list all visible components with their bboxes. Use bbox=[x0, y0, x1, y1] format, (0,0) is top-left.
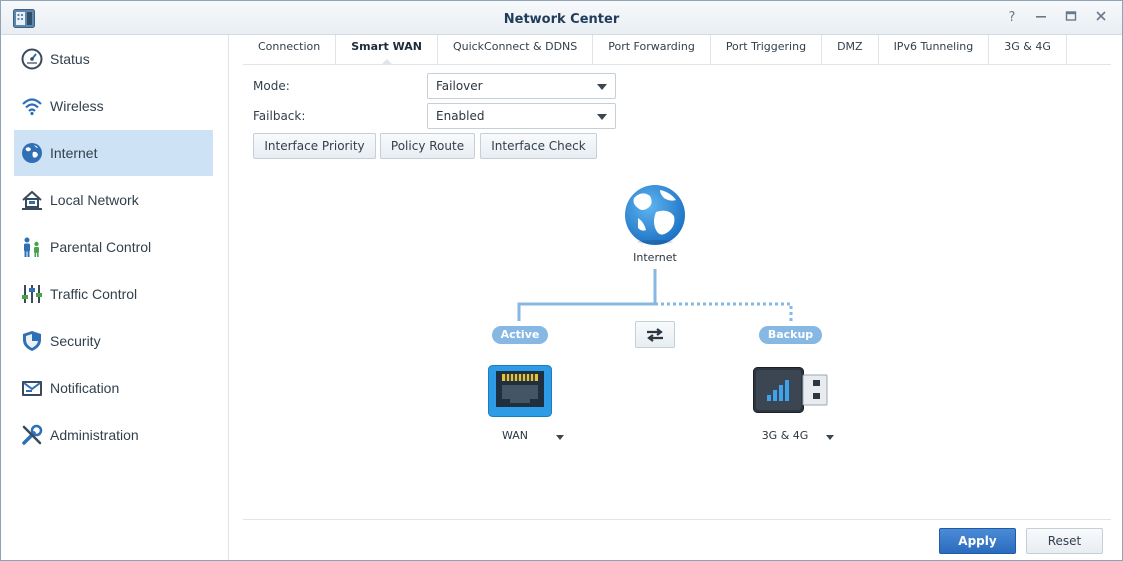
mode-select[interactable]: Failover bbox=[427, 73, 616, 99]
gauge-icon bbox=[20, 47, 44, 71]
envelope-icon bbox=[20, 376, 44, 400]
tab-port-triggering[interactable]: Port Triggering bbox=[711, 35, 823, 64]
sidebar-item-label: Notification bbox=[50, 380, 120, 396]
failback-select[interactable]: Enabled bbox=[427, 103, 616, 129]
chevron-down-icon bbox=[597, 84, 607, 90]
tab-ipv6-tunneling[interactable]: IPv6 Tunneling bbox=[879, 35, 990, 64]
close-icon[interactable] bbox=[1093, 10, 1109, 26]
sidebar-item-traffic-control[interactable]: Traffic Control bbox=[14, 271, 213, 317]
failback-label: Failback: bbox=[253, 109, 306, 123]
internet-globe-icon bbox=[625, 185, 685, 245]
chevron-down-icon bbox=[597, 114, 607, 120]
house-icon bbox=[20, 188, 44, 212]
sidebar-item-status[interactable]: Status bbox=[14, 36, 213, 82]
tools-icon bbox=[20, 423, 44, 447]
mode-select-value: Failover bbox=[436, 79, 483, 93]
tab-quickconnect-ddns[interactable]: QuickConnect & DDNS bbox=[438, 35, 594, 64]
active-badge: Active bbox=[492, 326, 548, 344]
sidebar-item-wireless[interactable]: Wireless bbox=[14, 83, 213, 129]
mobile-label: 3G & 4G bbox=[761, 429, 809, 442]
sidebar-item-notification[interactable]: Notification bbox=[14, 365, 213, 411]
apply-button[interactable]: Apply bbox=[939, 528, 1016, 554]
reset-button[interactable]: Reset bbox=[1026, 528, 1103, 554]
sidebar-item-label: Status bbox=[50, 51, 90, 67]
interface-check-button[interactable]: Interface Check bbox=[480, 133, 597, 159]
footer-divider bbox=[243, 519, 1111, 520]
window-title: Network Center bbox=[503, 12, 620, 27]
minimize-icon[interactable] bbox=[1033, 10, 1049, 26]
sidebar-item-internet[interactable]: Internet bbox=[14, 130, 213, 176]
sidebar-item-local-network[interactable]: Local Network bbox=[14, 177, 213, 223]
title-bar: Network Center ? bbox=[1, 1, 1122, 35]
family-icon bbox=[20, 235, 44, 259]
sidebar-item-label: Administration bbox=[50, 427, 139, 443]
tab-connection[interactable]: Connection bbox=[243, 35, 337, 64]
sidebar-item-label: Wireless bbox=[50, 98, 104, 114]
swap-arrows-icon bbox=[647, 327, 663, 342]
globe-icon bbox=[20, 141, 44, 165]
wan-dropdown-caret[interactable] bbox=[556, 435, 564, 440]
usb-modem-icon bbox=[753, 367, 828, 413]
interface-priority-button[interactable]: Interface Priority bbox=[253, 133, 376, 159]
mode-label: Mode: bbox=[253, 79, 290, 93]
sidebar-item-label: Internet bbox=[50, 145, 98, 161]
tab-3g-4g[interactable]: 3G & 4G bbox=[989, 35, 1067, 64]
sidebar-item-administration[interactable]: Administration bbox=[14, 412, 213, 458]
help-icon[interactable]: ? bbox=[1008, 10, 1016, 25]
tab-smart-wan[interactable]: Smart WAN bbox=[336, 35, 438, 65]
sliders-icon bbox=[20, 282, 44, 306]
wan-label: WAN bbox=[501, 429, 529, 442]
maximize-icon[interactable] bbox=[1063, 10, 1079, 26]
tab-port-forwarding[interactable]: Port Forwarding bbox=[593, 35, 711, 64]
swap-interfaces-button[interactable] bbox=[635, 321, 675, 348]
sidebar-item-label: Local Network bbox=[50, 192, 139, 208]
ethernet-port-icon bbox=[488, 365, 552, 417]
backup-badge: Backup bbox=[759, 326, 822, 344]
mobile-dropdown-caret[interactable] bbox=[826, 435, 834, 440]
sidebar-item-label: Traffic Control bbox=[50, 286, 138, 302]
failback-select-value: Enabled bbox=[436, 109, 485, 123]
smart-wan-diagram: Internet Active Backup WAN bbox=[243, 161, 1111, 511]
connection-lines bbox=[517, 269, 793, 321]
shield-icon bbox=[20, 329, 44, 353]
sidebar-item-security[interactable]: Security bbox=[14, 318, 213, 364]
tab-bar: Connection Smart WAN QuickConnect & DDNS… bbox=[243, 35, 1111, 65]
sidebar-item-label: Security bbox=[50, 333, 101, 349]
sidebar-item-parental-control[interactable]: Parental Control bbox=[14, 224, 213, 270]
sidebar-item-label: Parental Control bbox=[50, 239, 152, 255]
sidebar: Status Wireless Internet Local Network P… bbox=[1, 35, 229, 560]
policy-route-button[interactable]: Policy Route bbox=[380, 133, 475, 159]
tab-dmz[interactable]: DMZ bbox=[822, 35, 879, 64]
wifi-icon bbox=[20, 94, 44, 118]
network-center-app-icon bbox=[13, 9, 35, 28]
internet-label: Internet bbox=[633, 251, 677, 264]
